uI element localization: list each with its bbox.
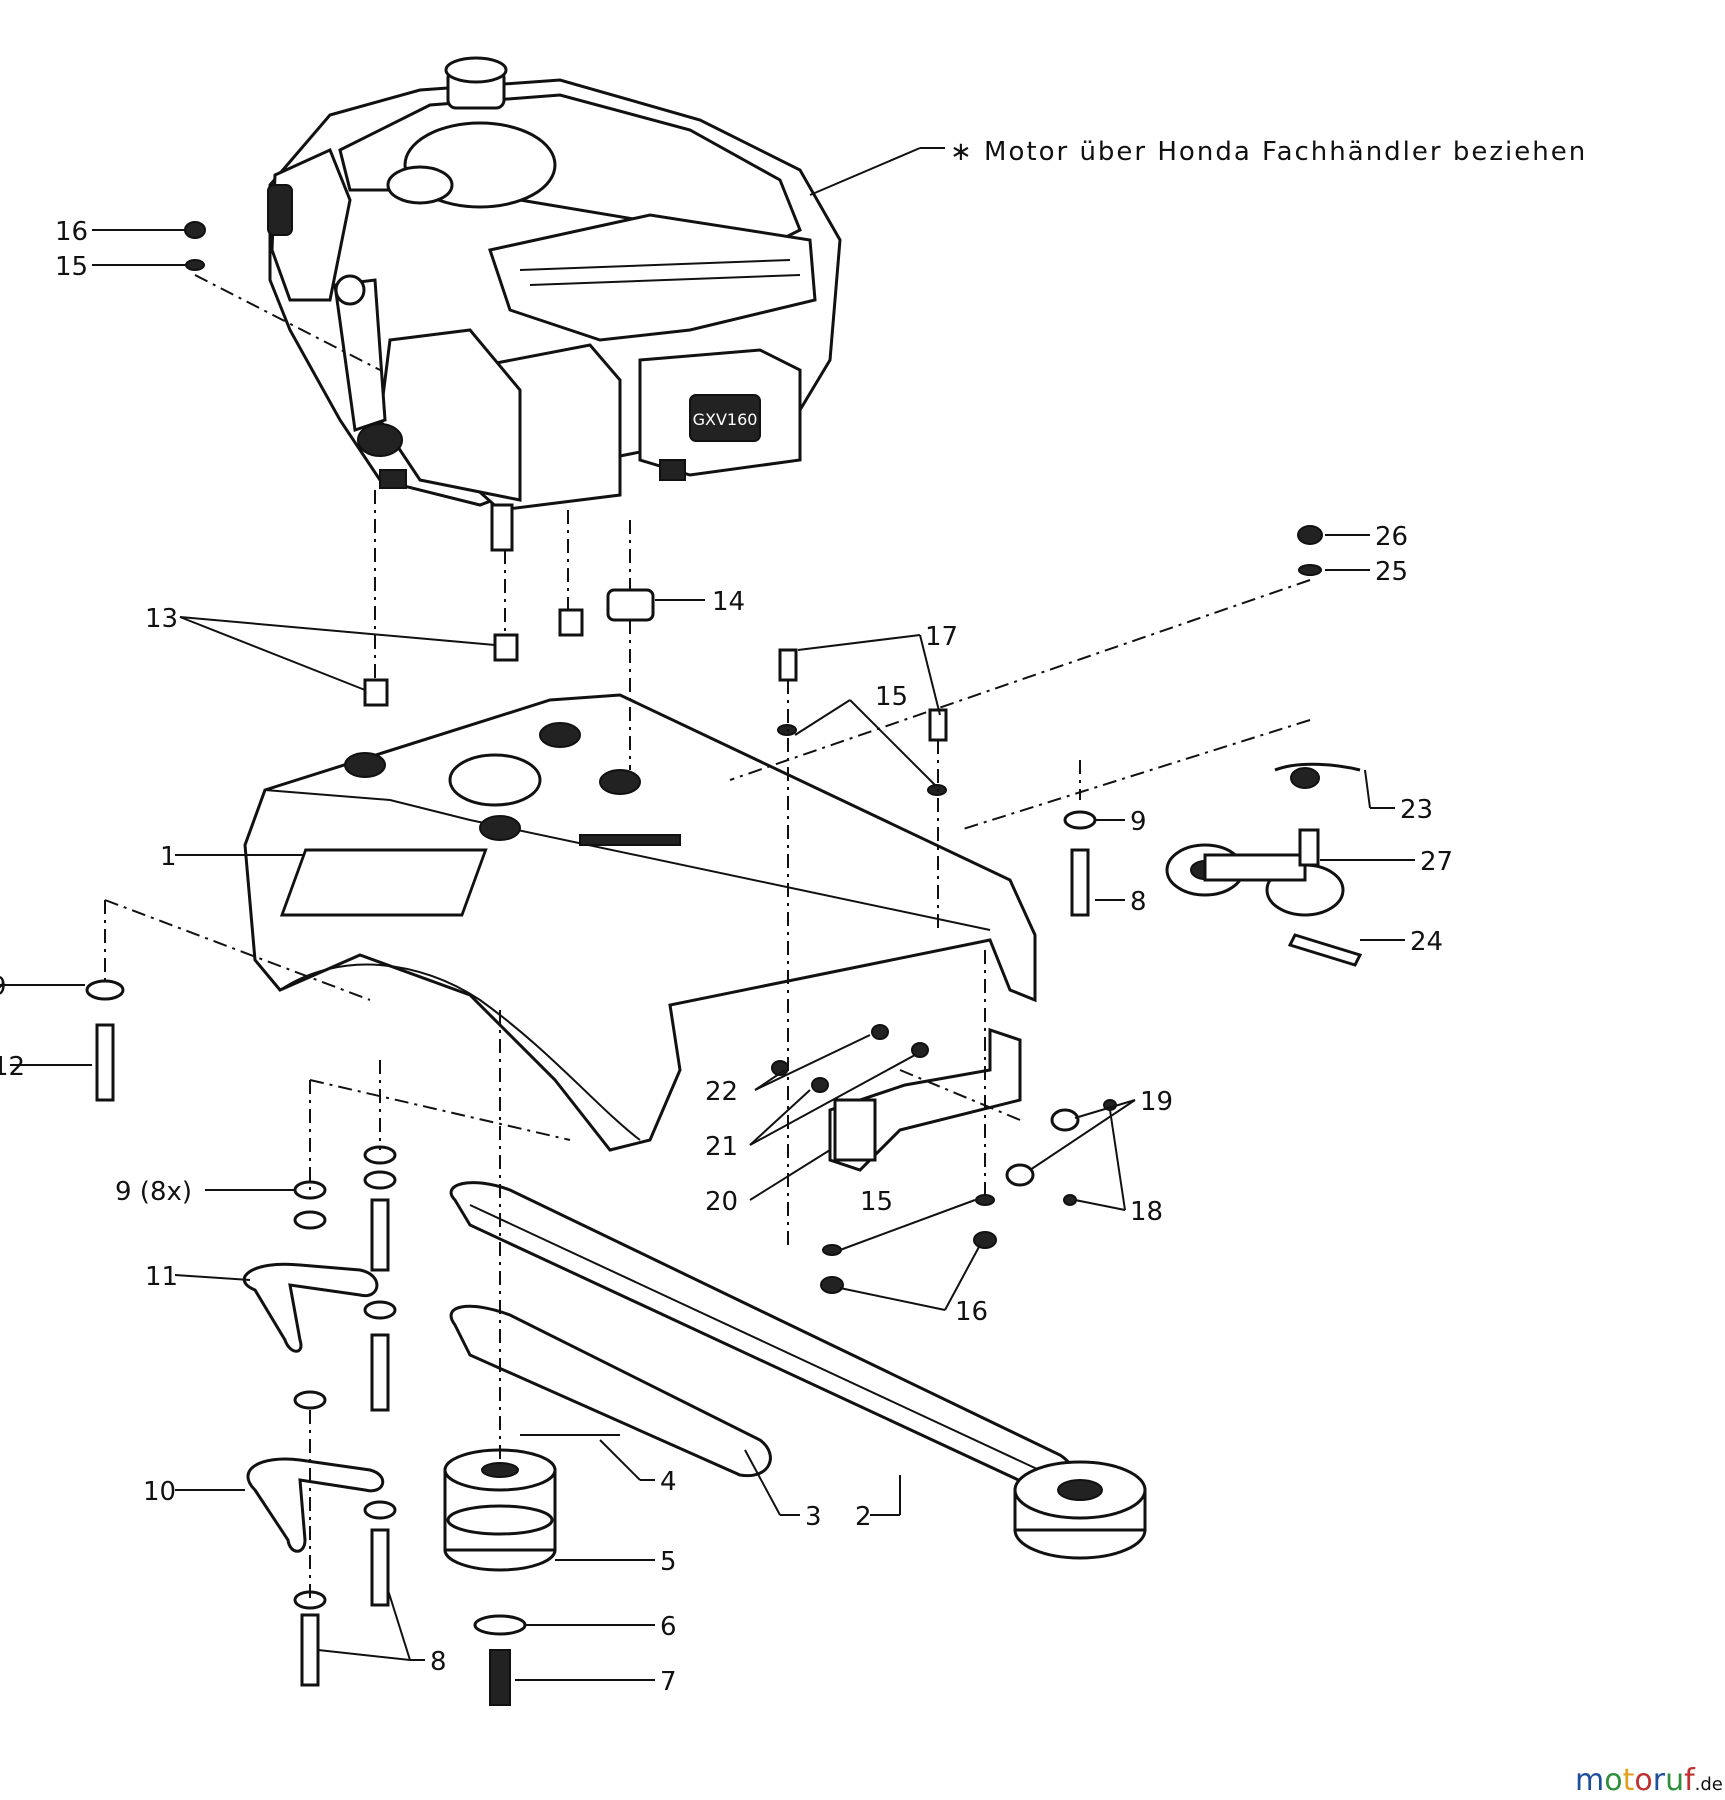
callout-8: 8 <box>430 1647 447 1677</box>
callout-7: 7 <box>660 1667 677 1697</box>
callout-17: 17 <box>925 622 958 652</box>
callout-15: 15 <box>875 682 908 712</box>
callout-26: 26 <box>1375 522 1408 552</box>
callout-1: 1 <box>160 842 177 872</box>
callout-18: 18 <box>1130 1197 1163 1227</box>
pulley-right <box>1013 1460 1147 1560</box>
callout-9-8x: 9 (8x) <box>115 1177 192 1207</box>
callout-16: 16 <box>55 217 88 247</box>
assembly-lines <box>104 274 1311 1600</box>
callout-21: 21 <box>705 1132 738 1162</box>
callout-25: 25 <box>1375 557 1408 587</box>
bolt-7 <box>489 1649 511 1706</box>
hardware <box>85 221 1323 1687</box>
engine-assembly: GXV160 <box>267 56 842 552</box>
watermark-letter: t <box>1623 1763 1635 1798</box>
engine-badge-label: GXV160 <box>693 410 758 429</box>
callout-19: 19 <box>1140 1087 1173 1117</box>
callout-9: 9 <box>0 972 7 1002</box>
pulley-5 <box>443 1448 557 1572</box>
watermark-letter: o <box>1634 1763 1652 1798</box>
callout-13: 13 <box>145 604 178 634</box>
callout-15: 15 <box>55 252 88 282</box>
callout-23: 23 <box>1400 795 1433 825</box>
callout-4: 4 <box>660 1467 677 1497</box>
callout-24: 24 <box>1410 927 1443 957</box>
callout-20: 20 <box>705 1187 738 1217</box>
mower-deck <box>243 693 1037 1152</box>
callout-22: 22 <box>705 1077 738 1107</box>
callout-8: 8 <box>1130 887 1147 917</box>
callout-10: 10 <box>143 1477 176 1507</box>
engine-supplier-note: ∗ Motor über Honda Fachhändler beziehen <box>950 137 1587 167</box>
bar-11 <box>242 1262 379 1353</box>
washer-6 <box>473 1614 527 1636</box>
callout-27: 27 <box>1420 847 1453 877</box>
callout-16: 16 <box>955 1297 988 1327</box>
leader-lines <box>0 229 1415 1681</box>
watermark-letter: u <box>1665 1763 1684 1798</box>
belt-3 <box>449 1304 772 1478</box>
bracket-20 <box>828 1027 1022 1172</box>
watermark-letter: f <box>1684 1763 1696 1798</box>
callout-6: 6 <box>660 1612 677 1642</box>
watermark-logo: motoruf.de <box>1575 1763 1723 1798</box>
watermark-letter: m <box>1575 1763 1604 1798</box>
bar-10 <box>246 1457 384 1553</box>
callout-3: 3 <box>805 1502 822 1532</box>
note-leader <box>809 147 921 196</box>
watermark-suffix: .de <box>1695 1774 1723 1795</box>
callout-9: 9 <box>1130 807 1147 837</box>
callout-11: 11 <box>145 1262 178 1292</box>
watermark-letter: r <box>1653 1763 1666 1798</box>
callout-12: 12 <box>0 1052 25 1082</box>
idler-assembly <box>1165 762 1363 967</box>
watermark-letter: o <box>1604 1763 1622 1798</box>
callout-14: 14 <box>712 587 745 617</box>
callout-15: 15 <box>860 1187 893 1217</box>
callout-5: 5 <box>660 1547 677 1577</box>
callout-2: 2 <box>855 1502 872 1532</box>
callout-labels: 16 15 13 14 17 15 26 25 23 27 24 9 8 1 9… <box>0 217 1453 1697</box>
svg-text:motoruf.de: motoruf.de <box>1575 1763 1723 1798</box>
